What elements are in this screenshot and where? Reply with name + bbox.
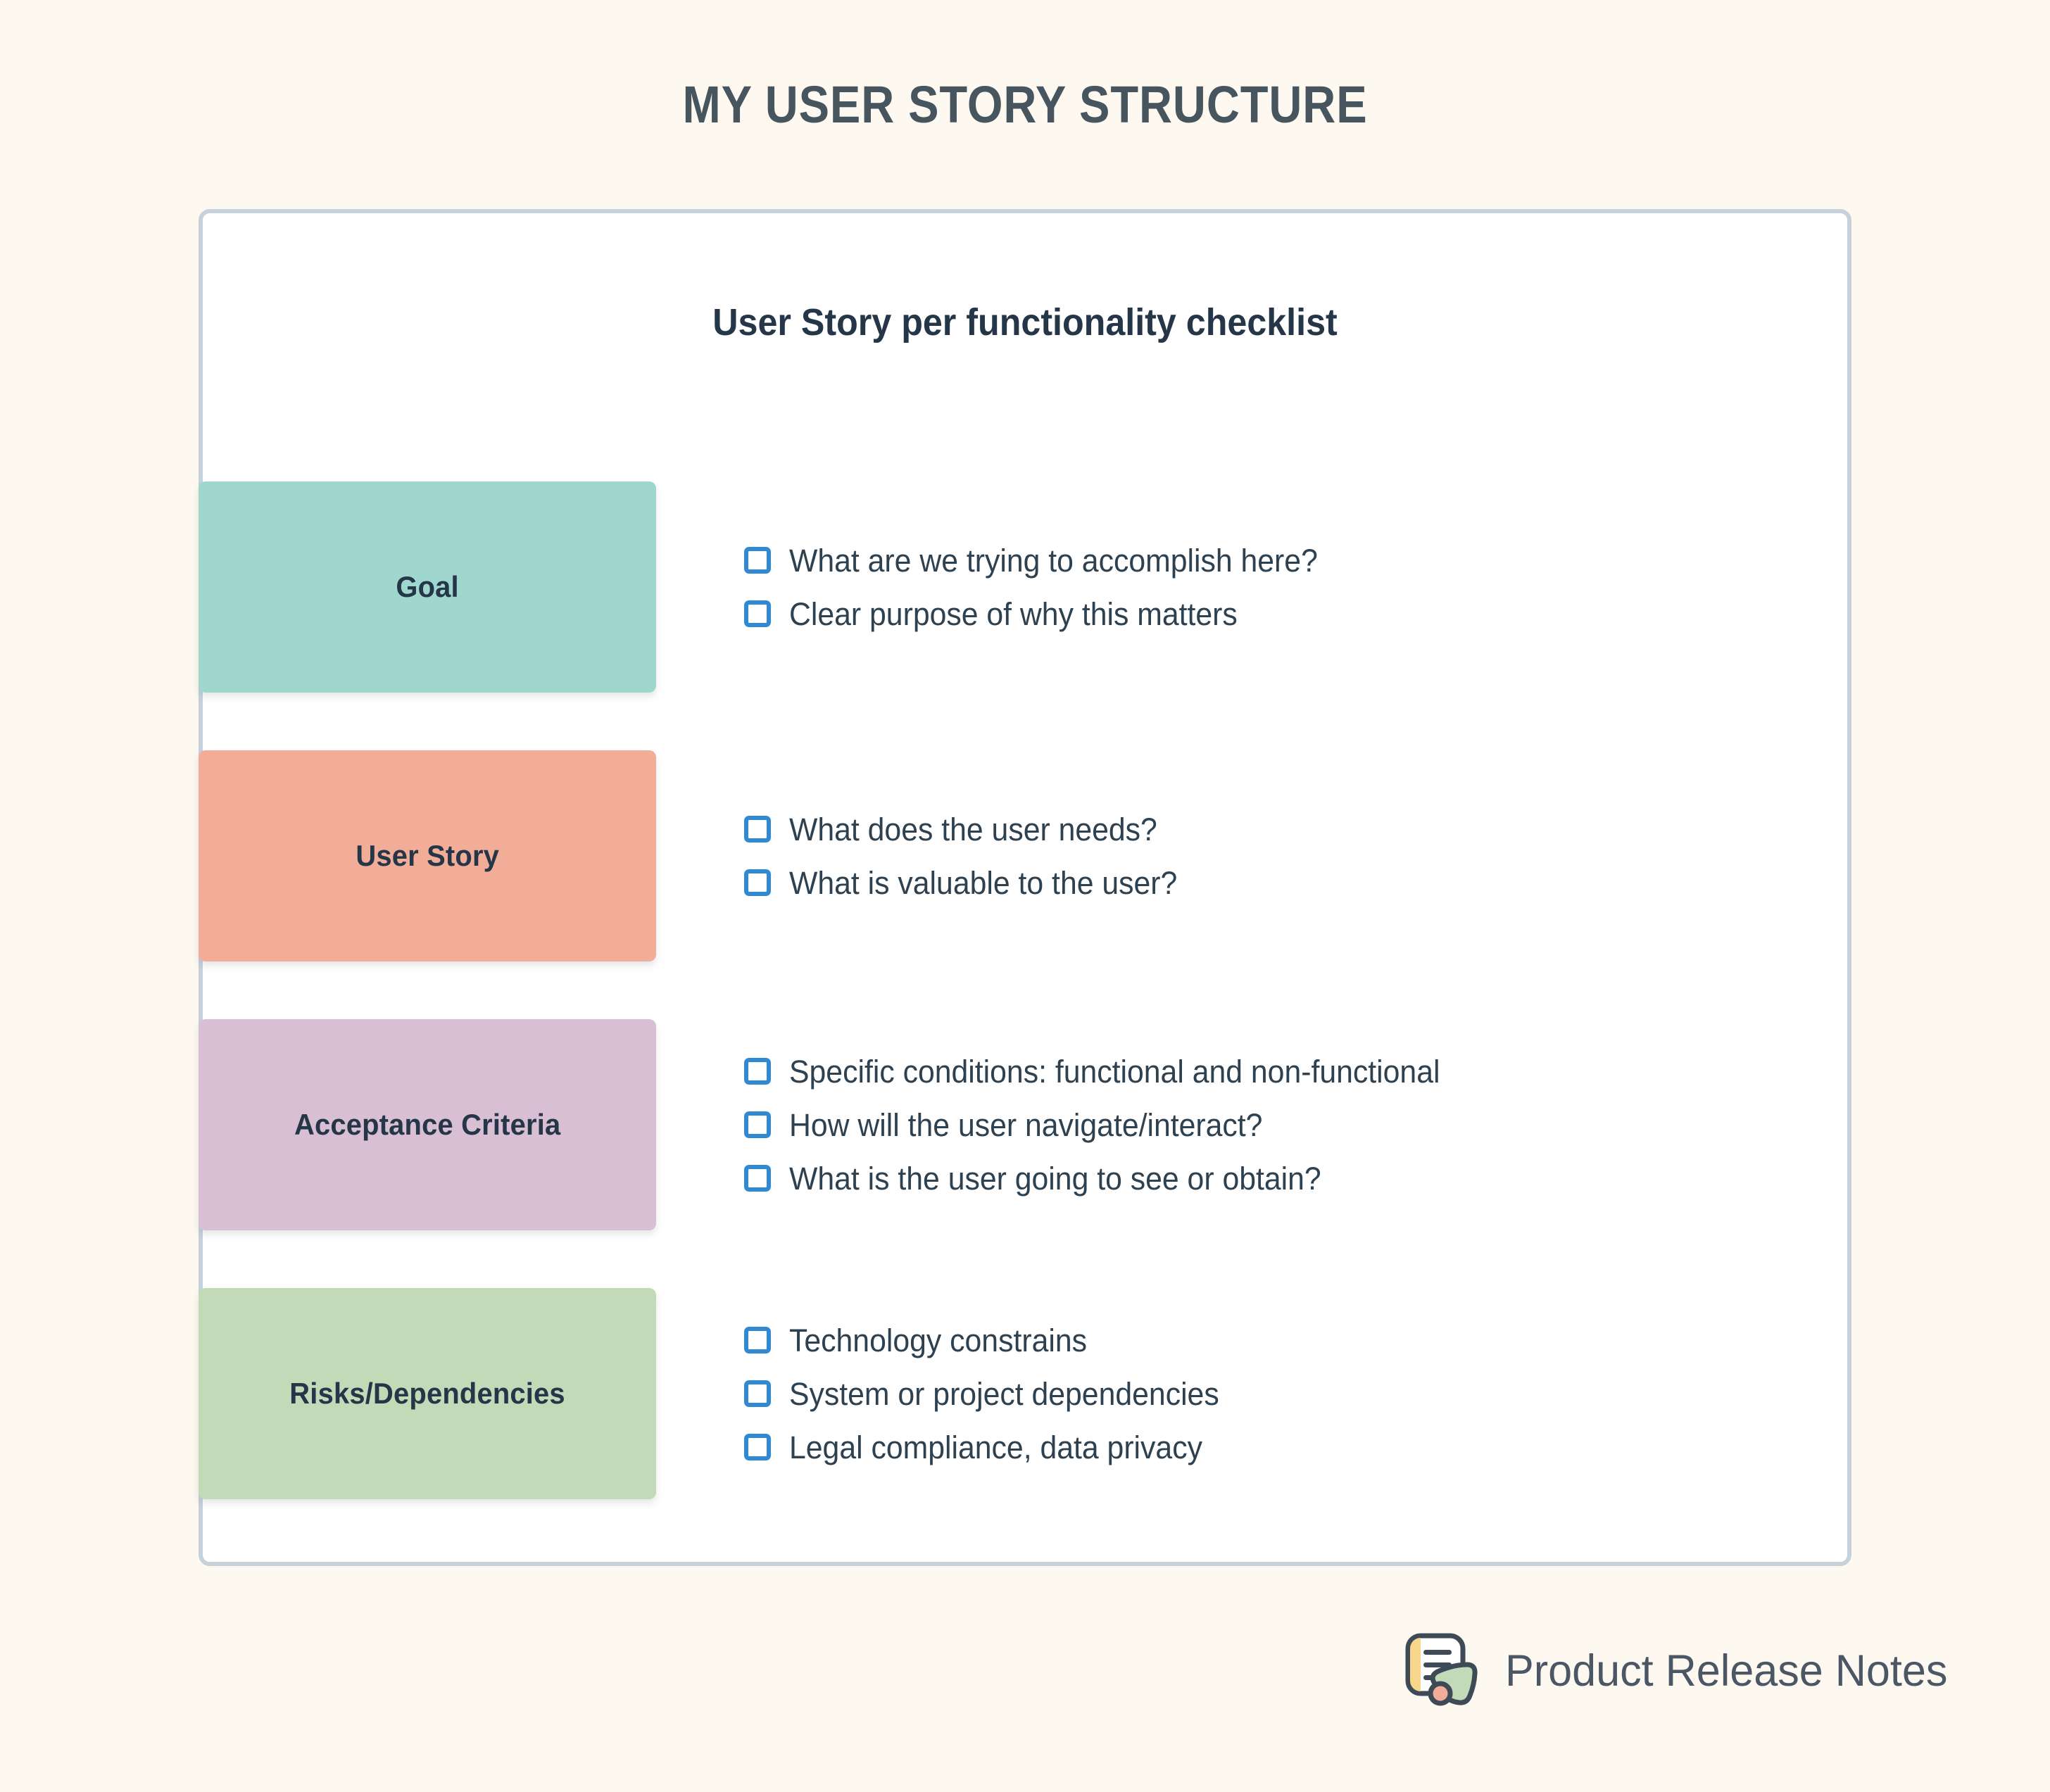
checklist-row: Acceptance Criteria Specific conditions:… <box>199 990 1847 1259</box>
check-item-label: What is valuable to the user? <box>789 864 1178 901</box>
checklist-row: Goal What are we trying to accomplish he… <box>199 453 1847 721</box>
check-item-label: What is the user going to see or obtain? <box>789 1160 1321 1197</box>
check-item[interactable]: What is the user going to see or obtain? <box>744 1151 1474 1205</box>
section-label-box-user-story[interactable]: User Story <box>199 750 656 961</box>
checkbox-icon[interactable] <box>744 1327 771 1354</box>
check-item-label: Technology constrains <box>789 1322 1088 1358</box>
section-checklist-goal: What are we trying to accomplish here? C… <box>744 534 1345 641</box>
checklist-rows: Goal What are we trying to accomplish he… <box>199 453 1847 1528</box>
check-item-label: Legal compliance, data privacy <box>789 1429 1202 1465</box>
section-checklist-user-story: What does the user needs? What is valuab… <box>744 802 1197 909</box>
check-item-label: Clear purpose of why this matters <box>789 595 1238 632</box>
check-item[interactable]: What are we trying to accomplish here? <box>744 534 1345 587</box>
checkbox-icon[interactable] <box>744 869 771 896</box>
check-item[interactable]: Technology constrains <box>744 1313 1242 1367</box>
brand-footer[interactable]: Product Release Notes <box>1401 1632 1961 1710</box>
checkbox-icon[interactable] <box>744 600 771 627</box>
checklist-row: User Story What does the user needs? Wha… <box>199 721 1847 990</box>
checkbox-icon[interactable] <box>744 1058 771 1085</box>
check-item[interactable]: What does the user needs? <box>744 802 1197 856</box>
section-label-text: Goal <box>396 570 459 603</box>
checklist-card: User Story per functionality checklist G… <box>199 209 1851 1566</box>
section-label-box-acceptance-criteria[interactable]: Acceptance Criteria <box>199 1019 656 1230</box>
checkbox-icon[interactable] <box>744 1380 771 1407</box>
checkbox-icon[interactable] <box>744 1165 771 1192</box>
checkbox-icon[interactable] <box>744 1434 771 1460</box>
card-heading: User Story per functionality checklist <box>712 301 1338 343</box>
check-item[interactable]: Legal compliance, data privacy <box>744 1420 1242 1474</box>
check-item-label: System or project dependencies <box>789 1375 1219 1412</box>
checkbox-icon[interactable] <box>744 547 771 574</box>
section-checklist-risks-dependencies: Technology constrains System or project … <box>744 1313 1242 1474</box>
section-label-text: Acceptance Criteria <box>294 1108 561 1141</box>
checkbox-icon[interactable] <box>744 1111 771 1138</box>
check-item[interactable]: What is valuable to the user? <box>744 856 1197 909</box>
section-checklist-acceptance-criteria: Specific conditions: functional and non-… <box>744 1045 1474 1205</box>
check-item-label: What are we trying to accomplish here? <box>789 542 1318 579</box>
section-label-text: User Story <box>356 839 499 872</box>
check-item-label: Specific conditions: functional and non-… <box>789 1053 1440 1090</box>
check-item[interactable]: Clear purpose of why this matters <box>744 587 1345 641</box>
brand-name: Product Release Notes <box>1505 1646 1948 1696</box>
check-item-label: What does the user needs? <box>789 811 1157 847</box>
check-item[interactable]: How will the user navigate/interact? <box>744 1098 1474 1151</box>
check-item[interactable]: System or project dependencies <box>744 1367 1242 1420</box>
section-label-text: Risks/Dependencies <box>289 1377 565 1410</box>
check-item[interactable]: Specific conditions: functional and non-… <box>744 1045 1474 1098</box>
note-document-icon <box>1401 1632 1480 1710</box>
section-label-box-risks-dependencies[interactable]: Risks/Dependencies <box>199 1288 656 1499</box>
checklist-row: Risks/Dependencies Technology constrains… <box>199 1259 1847 1528</box>
page-title: MY USER STORY STRUCTURE <box>682 75 1368 134</box>
section-label-box-goal[interactable]: Goal <box>199 481 656 693</box>
check-item-label: How will the user navigate/interact? <box>789 1106 1263 1143</box>
checkbox-icon[interactable] <box>744 816 771 843</box>
